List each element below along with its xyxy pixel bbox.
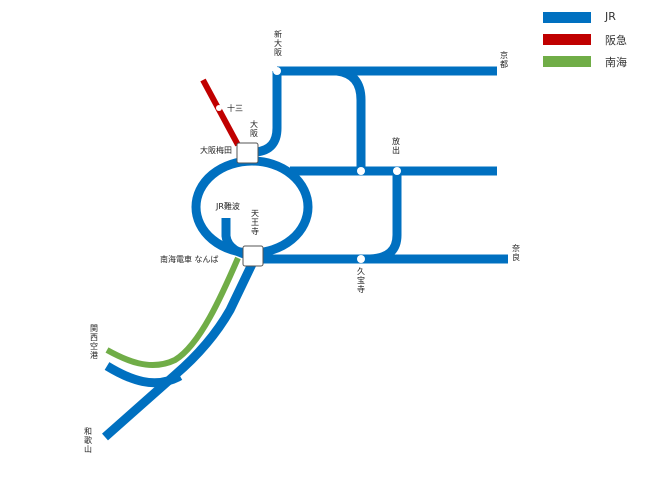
jr-kyoto-branch [336,66,366,172]
label-nankai-namba: 南海電車 なんば [160,254,219,264]
label-hanaten: 放出 [392,136,400,155]
label-jr-namba: JR難波 [215,201,240,211]
legend-item-hankyu: 阪急 [543,30,643,52]
station-marker-hanaten-west [357,167,365,175]
legend-swatch-jr [543,12,591,23]
jr-hanaten-kyuhoji [369,171,402,264]
station-marker-shin-osaka [273,67,281,75]
label-kansai-airport: 関西空港 [90,324,98,360]
jr-shin-osaka-osaka [255,71,282,157]
station-marker-hanaten [393,167,401,175]
hankyu-line [200,78,241,147]
label-shin-osaka: 新大阪 [274,29,282,57]
label-wakayama: 和歌山 [84,427,92,454]
legend-label-hankyu: 阪急 [605,34,627,47]
station-marker-kyuhoji [357,255,365,263]
legend-item-nankai: 南海 [543,52,643,74]
nankai-line [105,256,241,368]
legend-item-jr: JR [543,8,643,30]
legend: JR 阪急 南海 [543,8,643,74]
legend-label-jr: JR [605,10,616,23]
label-nara: 奈良 [512,243,520,262]
jr-airport-line [104,362,183,388]
jr-hanwa-line [102,260,258,441]
label-juso: 十三 [227,103,243,113]
label-osaka: 大阪 [250,119,258,138]
station-marker-tennoji [242,245,264,267]
station-marker-juso [216,105,222,111]
jr-lines [102,66,508,441]
label-kyoto: 京都 [500,50,508,69]
legend-label-nankai: 南海 [605,56,627,69]
station-markers [216,67,401,267]
legend-swatch-nankai [543,56,591,67]
label-kyuhoji: 久宝寺 [357,266,365,294]
label-tennoji: 天王寺 [251,209,259,236]
legend-swatch-hankyu [543,34,591,45]
station-marker-osaka [236,142,259,164]
label-osaka-umeda: 大阪梅田 [200,145,232,155]
